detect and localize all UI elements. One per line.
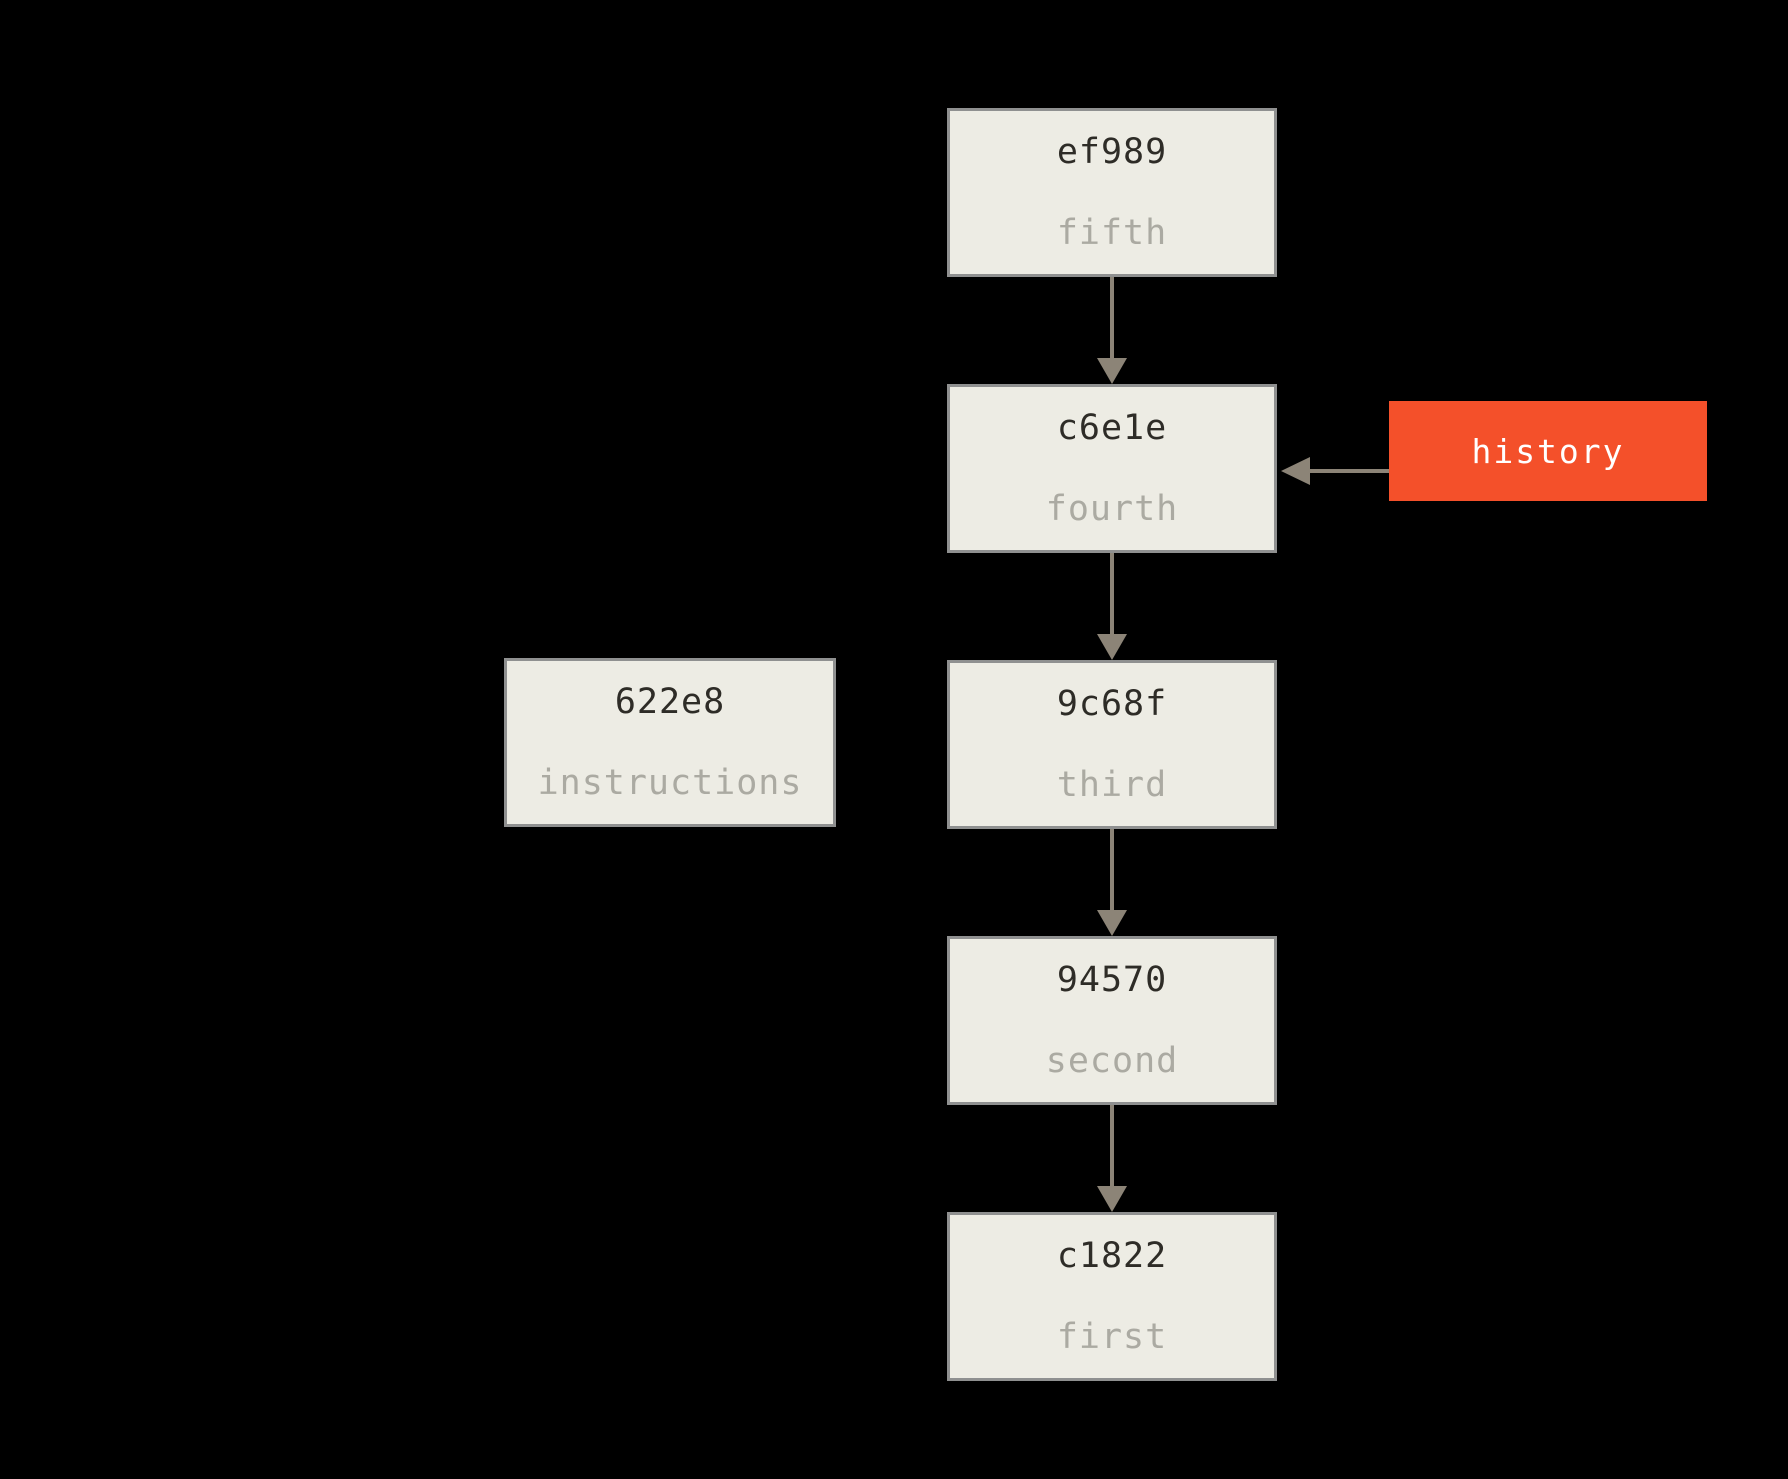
arrow-c6e1e-to-9c68f — [1097, 553, 1127, 660]
branch-label: history — [1471, 431, 1625, 471]
commit-label: first — [1056, 1317, 1168, 1358]
commit-label: second — [1045, 1041, 1179, 1082]
arrow-ef989-to-c6e1e — [1097, 277, 1127, 384]
commit-hash: 9c68f — [1056, 683, 1168, 724]
commit-label: instructions — [537, 763, 803, 804]
commit-label: third — [1056, 765, 1168, 806]
commit-hash: ef989 — [1056, 131, 1168, 172]
arrow-9c68f-to-94570 — [1097, 829, 1127, 936]
branch-pointer-history: history — [1389, 401, 1707, 501]
arrow-history-to-c6e1e — [1281, 457, 1389, 485]
arrow-94570-to-c1822 — [1097, 1105, 1127, 1212]
commit-node-622e8: 622e8 instructions — [504, 658, 836, 827]
commit-node-94570: 94570 second — [947, 936, 1277, 1105]
commit-hash: c1822 — [1056, 1235, 1168, 1276]
commit-hash: c6e1e — [1056, 407, 1168, 448]
commit-node-c1822: c1822 first — [947, 1212, 1277, 1381]
commit-label: fourth — [1045, 489, 1179, 530]
commit-hash: 622e8 — [614, 681, 726, 722]
commit-label: fifth — [1056, 213, 1168, 254]
commit-node-ef989: ef989 fifth — [947, 108, 1277, 277]
commit-node-9c68f: 9c68f third — [947, 660, 1277, 829]
commit-hash: 94570 — [1056, 959, 1168, 1000]
commit-node-c6e1e: c6e1e fourth — [947, 384, 1277, 553]
